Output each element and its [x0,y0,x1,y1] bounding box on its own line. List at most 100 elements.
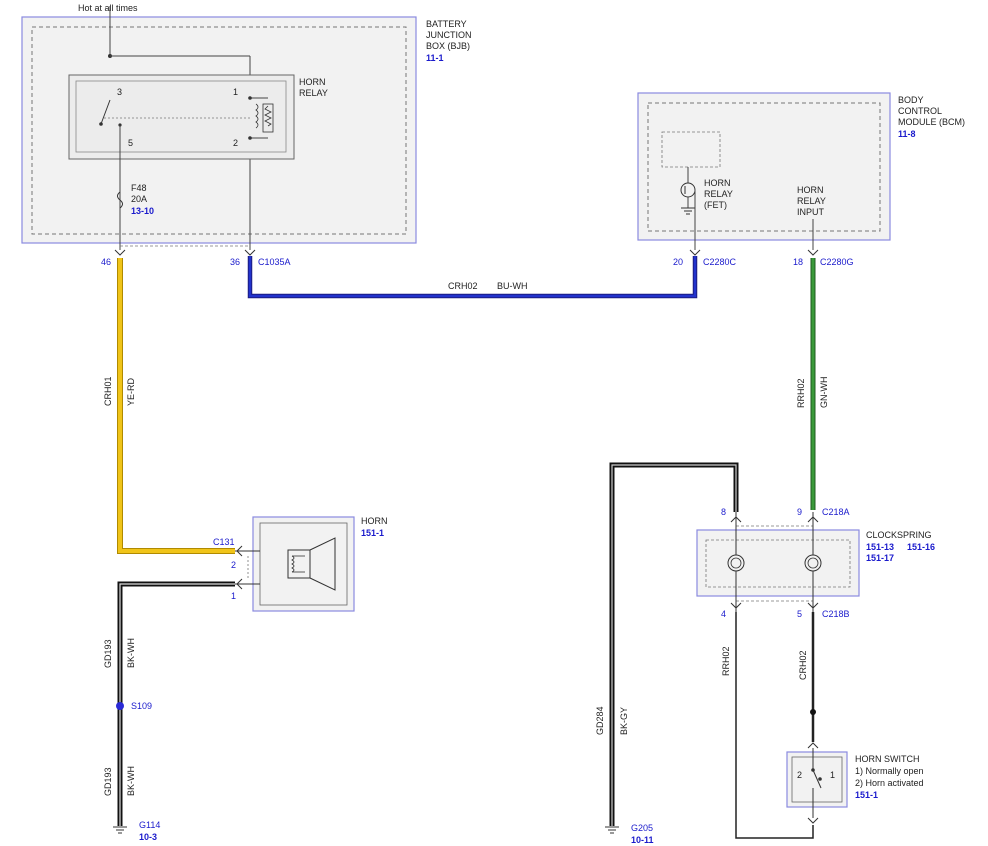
c2280g-name: C2280G [820,257,854,267]
clockspring-coil-right-inner [807,557,819,569]
body-control-module: BODY CONTROL MODULE (BCM) 11-8 HORN RELA… [637,92,965,250]
fet-label-2: RELAY [704,189,733,199]
c2280g-arrow [807,249,819,256]
horn-switch-pivot [811,768,815,772]
coil-resistor [262,103,274,133]
wire-crh02-circuit: CRH02 [448,281,478,291]
bjb-name-3: BOX (BJB) [426,41,470,51]
horn-relay-name-2: RELAY [299,88,328,98]
wire-gd193-upper[interactable] [119,583,235,706]
horn-relay-name-1: HORN [299,77,326,87]
coil-zigzag [264,105,272,127]
horn-switch-ref[interactable]: 151-1 [855,790,878,800]
wire-crh01-ye-rd-outline [117,258,235,554]
c2280g-pin: 18 [793,257,803,267]
clockspring-name: CLOCKSPRING [866,530,932,540]
fuse-symbol [117,191,123,209]
wire-crh01-color: YE-RD [126,377,136,406]
bcm-ref[interactable]: 11-8 [898,129,916,139]
horn-switch: 2 1 HORN SWITCH 1) Normally open 2) Horn… [786,742,924,824]
g114-name: G114 [139,820,160,830]
g205-ref[interactable]: 10-11 [631,835,654,845]
horn-speaker-cone [309,537,336,591]
wire-gd193-upper-color: BK-WH [126,638,136,668]
c218a-arrow-9 [807,516,819,523]
horn-switch-pin-2: 2 [797,770,802,780]
horn-switch-name: HORN SWITCH [855,754,920,764]
clockspring-ref-1[interactable]: 151-13 [866,542,894,552]
fuse-rating: 20A [131,194,147,204]
g114-ref[interactable]: 10-3 [139,832,157,842]
c218a-pin-8: 8 [721,507,726,517]
relay-pin-5: 5 [128,138,133,148]
c2280c-pin: 20 [673,257,683,267]
wire-crh02-lower-circuit: CRH02 [798,650,808,680]
wire-crh02-color: BU-WH [497,281,528,291]
fuse-name: F48 [131,183,147,193]
wire-rrh02-circuit: RRH02 [796,378,806,408]
c218b-pin-5: 5 [797,609,802,619]
horn-switch-note-1: 1) Normally open [855,766,924,776]
c218a-arrow-8 [730,516,742,523]
splice-s109-name: S109 [131,701,152,711]
splice-s109-dot[interactable] [116,702,124,710]
horn-ref[interactable]: 151-1 [361,528,384,538]
horn-connector: C131 [213,537,235,547]
c2280c-arrow [689,249,701,256]
clockspring-coil-left-inner [730,557,742,569]
horn-switch-note-2: 2) Horn activated [855,778,924,788]
bcm-name-3: MODULE (BCM) [898,117,965,127]
horn-switch-arm [812,769,822,789]
relay-pin-2: 2 [233,138,238,148]
wire-crh01-ye-rd[interactable] [118,258,235,553]
wire-gd284-outline [609,462,739,826]
fet-label-1: HORN [704,178,731,188]
input-label-3: INPUT [797,207,825,217]
horn-pin2-arrow [236,545,243,557]
horn-switch-connector-dot [810,709,816,715]
input-label-1: HORN [797,185,824,195]
wire-gd193-upper-outline [117,581,235,706]
c1035a-pin-36: 36 [230,257,240,267]
ground-g114: G114 10-3 [113,820,160,842]
bjb-ref[interactable]: 11-1 [426,53,444,63]
relay-pin-1: 1 [233,87,238,97]
coil-dot-bottom [248,136,252,140]
wire-gd284-circuit: GD284 [595,706,605,735]
horn-relay: HORN RELAY 3 1 5 2 [68,74,328,250]
wire-rrh02-color: GN-WH [819,377,829,409]
wire-crh02-bu-wh[interactable] [248,256,697,298]
bcm-name-1: BODY [898,95,924,105]
fuse-ref[interactable]: 13-10 [131,206,154,216]
g205-name: G205 [631,823,653,833]
horn-pin-2: 2 [231,560,236,570]
c218b-arrow-4 [730,602,742,609]
horn-switch-contact [818,777,822,781]
relay-pin-3: 3 [117,87,122,97]
bcm-inner-block [661,131,721,168]
wire-rrh02-lower-circuit: RRH02 [721,646,731,676]
wire-rrh02-lower[interactable] [735,612,814,839]
connector-c218a: 8 9 C218A [721,507,850,523]
wire-gd284-color: BK-GY [619,707,629,735]
horn-coil [291,555,295,573]
horn-pin-1: 1 [231,591,236,601]
c1035a-pin36-arrow [244,249,256,256]
bjb-name-2: JUNCTION [426,30,472,40]
c2280c-name: C2280C [703,257,737,267]
hot-at-all-times-label: Hot at all times [78,3,138,13]
bjb-name-1: BATTERY [426,19,467,29]
input-label-2: RELAY [797,196,826,206]
wire-gd193-lower-color: BK-WH [126,766,136,796]
c218b-arrow-5 [807,602,819,609]
relay-contact-arm [100,99,111,125]
c1035a-pin46-arrow [114,249,126,256]
clockspring-ref-2[interactable]: 151-16 [907,542,935,552]
horn-switch-bottom-arrow [807,817,819,824]
c218b-name: C218B [822,609,850,619]
coil-dot-top [248,96,252,100]
fet-label-3: (FET) [704,200,727,210]
clockspring-ref-3[interactable]: 151-17 [866,553,894,563]
wire-gd284[interactable] [611,464,737,826]
